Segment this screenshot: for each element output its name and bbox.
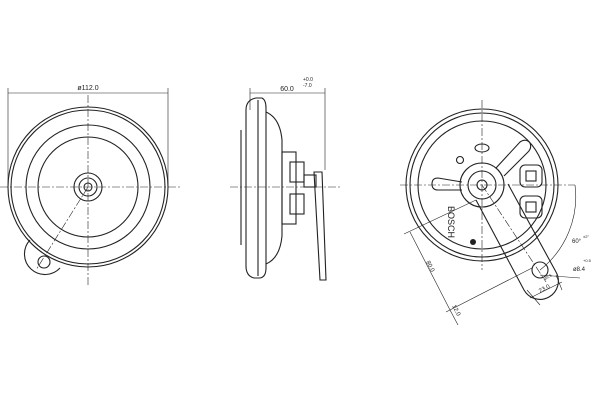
brand-label: BOSCH xyxy=(446,206,456,238)
depth-label: 60.0 xyxy=(280,86,294,93)
offset-label: 12.0 xyxy=(450,304,461,318)
side-view: 60.0 +0.0 -7.0 xyxy=(230,77,340,281)
angle-tol: ±2° xyxy=(583,234,589,239)
diameter-label: ø112.0 xyxy=(77,85,98,92)
front-view: ø112.0 xyxy=(0,85,180,285)
arm-length-label: 80.0 xyxy=(424,260,435,274)
rear-view: BOSCH 60° ±2° ø8.4 +0.5 80.0 23.0 12.0 ø… xyxy=(400,100,592,326)
depth-tol-upper: +0.0 xyxy=(303,77,313,83)
depth-tol-lower: -7.0 xyxy=(303,83,312,89)
hole-tol: +0.5 xyxy=(583,258,592,263)
hole-label: ø8.4 xyxy=(573,267,586,273)
small-dim-label: ø9.5 xyxy=(543,272,553,281)
angle-label: 60° xyxy=(572,239,582,245)
arm-width-label: 23.0 xyxy=(538,284,552,295)
